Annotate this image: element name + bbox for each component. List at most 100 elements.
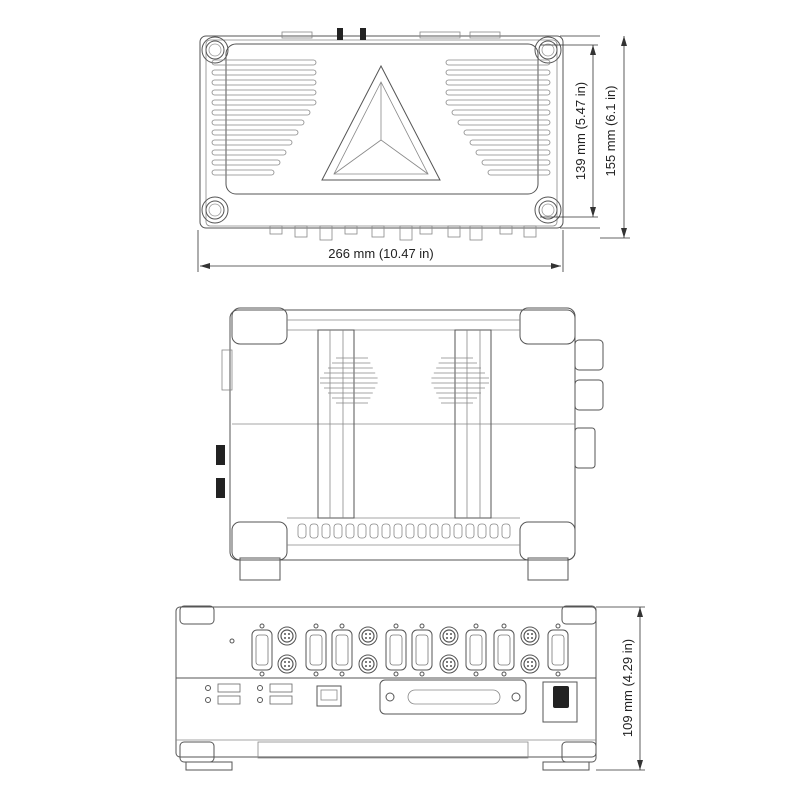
vent-slot <box>441 523 451 539</box>
cooling-fin <box>445 69 551 76</box>
dsub-connector <box>251 623 273 677</box>
front-view-foot <box>185 761 233 771</box>
top-view-cooling-fins-left <box>211 59 317 176</box>
top-view-lid <box>225 43 539 195</box>
port-stub <box>319 225 333 241</box>
cooling-fin <box>211 109 311 116</box>
top-view-cooling-fins-right <box>445 59 551 176</box>
vent-slot <box>297 523 307 539</box>
cooling-fin <box>211 169 275 176</box>
circular-connector <box>439 626 459 646</box>
side-view-port <box>574 379 604 411</box>
side-view-heatsink-fins <box>320 357 489 404</box>
cooling-fin <box>457 119 551 126</box>
port-stub <box>371 225 385 238</box>
circular-connector <box>520 654 540 674</box>
top-view-top-connectors <box>281 28 501 40</box>
circular-connector <box>277 654 297 674</box>
front-view-housing <box>175 606 597 758</box>
cooling-fin <box>211 99 317 106</box>
cooling-fin <box>445 59 551 66</box>
side-view-port <box>574 339 604 371</box>
cooling-fin <box>211 139 293 146</box>
side-view <box>216 307 604 581</box>
cooling-fin <box>211 59 317 66</box>
port-stub <box>523 225 537 238</box>
cooling-fin <box>211 79 317 86</box>
front-view-ethernet-port <box>316 685 342 707</box>
front-height-dimension-label: 109 mm (4.29 in) <box>620 639 635 737</box>
top-view-dimensions: 266 mm (10.47 in) 139 mm (5.47 in) 155 m… <box>197 35 630 272</box>
cooling-fin <box>211 119 305 126</box>
width-dimension-label: 266 mm (10.47 in) <box>328 246 434 261</box>
front-view-power-switch <box>542 681 578 723</box>
side-view-antenna-connector <box>216 445 225 465</box>
vent-slot <box>417 523 427 539</box>
dsub-connector <box>411 623 433 677</box>
vent-slot <box>357 523 367 539</box>
cooling-fin <box>211 69 317 76</box>
side-view-corner-bumper <box>519 521 576 561</box>
side-view-foot <box>527 557 569 581</box>
cooling-fin <box>211 149 287 156</box>
dsub-connector <box>305 623 327 677</box>
port-stub <box>499 225 513 235</box>
vent-slot <box>453 523 463 539</box>
cooling-fin <box>211 159 281 166</box>
port-stub <box>447 225 461 238</box>
dsub-connector <box>465 623 487 677</box>
vent-slot <box>429 523 439 539</box>
top-view-outer-housing <box>199 35 564 229</box>
side-view-antenna-connector <box>216 478 225 498</box>
vent-slot <box>345 523 355 539</box>
port-stub <box>294 225 308 238</box>
outer-height-dimension-label: 155 mm (6.1 in) <box>603 85 618 176</box>
port-stub <box>469 225 483 241</box>
port-stub <box>344 225 358 235</box>
circular-connector <box>358 654 378 674</box>
circular-connector <box>277 626 297 646</box>
front-view-io-connectors <box>251 623 569 677</box>
cooling-fin <box>451 109 551 116</box>
side-view-port <box>574 427 596 469</box>
side-view-corner-bumper <box>519 307 576 345</box>
front-view-foot <box>542 761 590 771</box>
top-view-bottom-ports <box>269 225 537 241</box>
vent-slot <box>309 523 319 539</box>
dsub-connector <box>331 623 353 677</box>
circular-connector <box>520 626 540 646</box>
circular-connector <box>358 626 378 646</box>
side-view-foot <box>239 557 281 581</box>
vent-slot <box>369 523 379 539</box>
front-view <box>175 605 597 771</box>
dsub-connector <box>547 623 569 677</box>
side-view-heatsink-bracket <box>454 329 492 519</box>
cooling-fin <box>475 149 551 156</box>
top-view <box>199 28 564 241</box>
side-view-heatsink-bracket <box>317 329 355 519</box>
side-view-corner-bumper <box>231 307 288 345</box>
vent-slot <box>501 523 511 539</box>
vent-slot <box>321 523 331 539</box>
cooling-fin <box>487 169 551 176</box>
cooling-fin <box>445 79 551 86</box>
dsub-connector <box>493 623 515 677</box>
dsub-connector <box>385 623 407 677</box>
side-view-corner-bumper <box>231 521 288 561</box>
circular-connector <box>439 654 459 674</box>
vent-slot <box>333 523 343 539</box>
port-stub <box>399 225 413 241</box>
cooling-fin <box>445 89 551 96</box>
top-view-triangle-logo <box>321 64 441 181</box>
front-view-dimensions: 109 mm (4.29 in) <box>596 606 645 771</box>
cooling-fin <box>481 159 551 166</box>
vent-slot <box>393 523 403 539</box>
front-view-usb-ports <box>217 683 293 705</box>
cooling-fin <box>211 89 317 96</box>
vent-slot <box>465 523 475 539</box>
port-stub <box>419 225 433 235</box>
vent-slot <box>489 523 499 539</box>
cooling-fin <box>211 129 299 136</box>
vent-slot <box>477 523 487 539</box>
